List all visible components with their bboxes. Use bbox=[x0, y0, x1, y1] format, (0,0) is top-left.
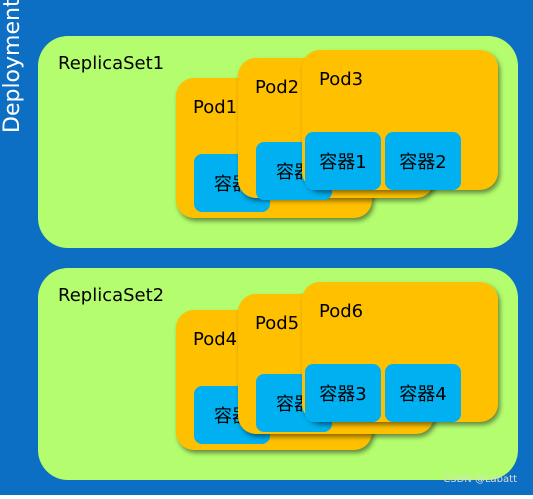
pod-6: Pod6 容器3 容器4 bbox=[302, 282, 498, 422]
replicaset-1: ReplicaSet1 Pod1 容器 Pod2 容器 Pod3 容器1 容器2 bbox=[38, 36, 518, 248]
pod-3-container-2: 容器2 bbox=[385, 132, 461, 190]
pod-3: Pod3 容器1 容器2 bbox=[302, 50, 498, 190]
pod-2-label: Pod2 bbox=[255, 77, 300, 98]
pod-4-label: Pod4 bbox=[193, 329, 238, 350]
watermark: CSDN @Labatt bbox=[443, 474, 517, 485]
pod-3-label: Pod3 bbox=[319, 69, 364, 90]
pod-6-container-3: 容器3 bbox=[305, 364, 381, 422]
pod-5-label: Pod5 bbox=[255, 313, 300, 334]
pod-3-container-1: 容器1 bbox=[305, 132, 381, 190]
replicaset-1-label: ReplicaSet1 bbox=[58, 53, 165, 74]
pod-6-label: Pod6 bbox=[319, 301, 364, 322]
deployment-label: Deployment bbox=[0, 0, 25, 133]
replicaset-2: ReplicaSet2 Pod4 容器 Pod5 容器 Pod6 容器3 容器4 bbox=[38, 268, 518, 480]
replicaset-2-label: ReplicaSet2 bbox=[58, 285, 165, 306]
pod-6-container-4: 容器4 bbox=[385, 364, 461, 422]
pod-1-label: Pod1 bbox=[193, 97, 238, 118]
